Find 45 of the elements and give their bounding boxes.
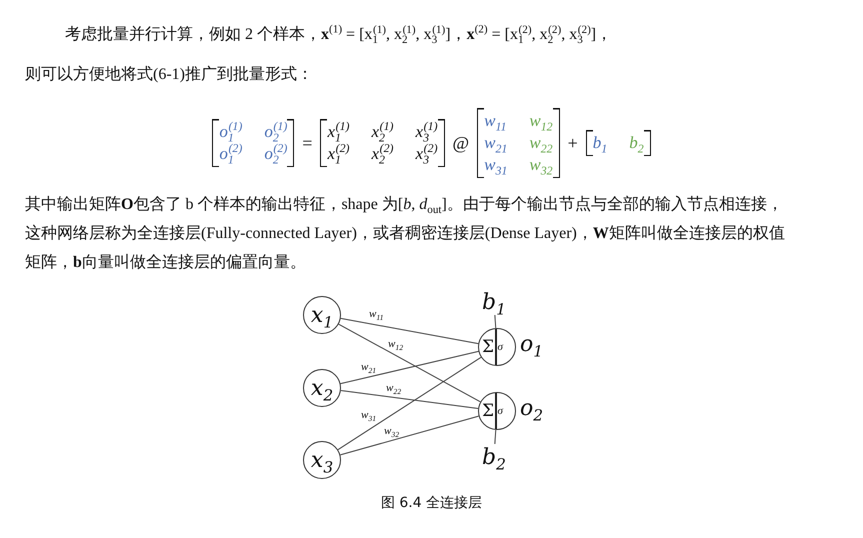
connection-line xyxy=(338,324,481,402)
activation-symbol: σ xyxy=(498,405,503,417)
input-node-circle xyxy=(303,369,341,407)
sum-symbol: Σ xyxy=(482,337,494,357)
input-node-circle xyxy=(303,296,341,334)
matrix-entry: b$_{2}$ xyxy=(629,132,644,154)
operator: @ xyxy=(452,132,470,154)
matrix-entry: w$_{31}$ xyxy=(484,154,508,176)
connection-line xyxy=(337,356,482,450)
matrix-entry: w$_{21}$ xyxy=(484,132,508,154)
variable-label: x$_{3}$ xyxy=(310,448,334,472)
neuron-circle xyxy=(478,328,516,366)
connection-line xyxy=(494,314,496,329)
edge-label: w$_{21}$ xyxy=(360,362,378,373)
connection-line xyxy=(340,318,479,344)
connection-line xyxy=(340,390,479,410)
variable-label: x$_{2}$ xyxy=(310,376,334,400)
variable-label: x$_{1}$ xyxy=(310,302,334,328)
matrix-entry: w$_{12}$ xyxy=(529,110,553,132)
edge-label: w$_{12}$ xyxy=(387,339,404,350)
edge-label: w$_{32}$ xyxy=(383,426,400,437)
connection-line xyxy=(340,350,479,384)
paragraph: 其中输出矩阵O包含了 b 个样本的输出特征，shape 为[b, d$_{out}$]。由于每个输出节点与全部的输入节点相连接，这种网络层称为全连接层(Fully-connected Layer)，或者稠密连接层(Dense Layer)，W矩阵叫做全连接层的权值矩阵，b向量叫做全连接层的偏置向量。 xyxy=(25,194,786,273)
variable-label: b$_{1}$ xyxy=(482,290,506,314)
output-label: o$_{2}$ xyxy=(520,396,544,421)
operator: + xyxy=(568,132,578,154)
output-label: o$_{1}$ xyxy=(520,332,544,357)
edge-label: w$_{31}$ xyxy=(360,410,378,421)
activation-symbol: σ xyxy=(498,341,503,353)
sum-symbol: Σ xyxy=(482,401,494,421)
paragraph: 则可以方便地将式(6-1)推广到批量形式： xyxy=(25,64,314,85)
matrix-entry: b$_{1}$ xyxy=(592,132,608,154)
matrix-entry: w$_{11}$ xyxy=(484,110,508,132)
variable-label: b$_{2}$ xyxy=(482,444,506,470)
operator: = xyxy=(302,132,312,154)
edge-label: w$_{11}$ xyxy=(368,309,384,320)
connection-line xyxy=(494,429,496,444)
connection-line xyxy=(340,416,480,456)
edge-label: w$_{22}$ xyxy=(385,383,402,394)
matrix-entry: w$_{22}$ xyxy=(529,132,553,154)
matrix-entry: w$_{32}$ xyxy=(529,154,553,176)
paragraph: 考虑批量并行计算，例如 2 个样本，x$^{(1)}$ = [x$_{1}$$^{(1)}$, x$_{2}$$^{(1)}$, x$_{3}$$^{(1)}$]，x$^{(2)}$ = [x$_{1}$$^{(2)}$, x$_{2}$$^{(2)}$, x$_{3}$$^{(2)}$]， xyxy=(65,22,614,48)
neuron-circle xyxy=(478,392,516,430)
input-node-circle xyxy=(303,441,341,479)
figure-caption: 图 6.4 全连接层 xyxy=(380,494,484,512)
